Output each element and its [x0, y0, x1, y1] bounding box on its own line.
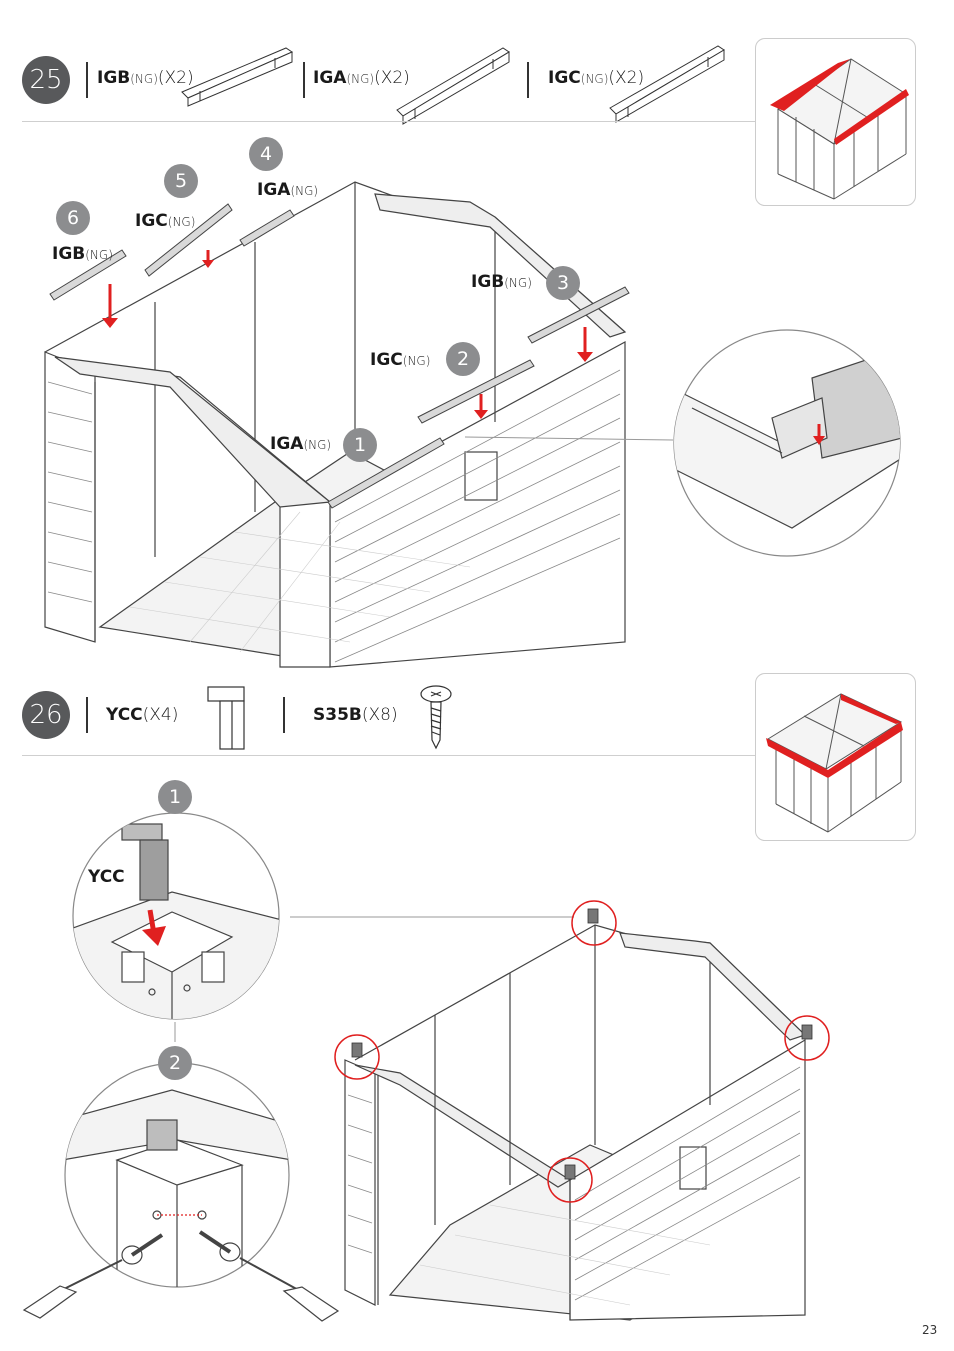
part-note: (NG) — [346, 72, 375, 86]
shed-eave-highlight-icon — [766, 693, 903, 833]
part-qty: (X2) — [157, 68, 194, 88]
page-number: 23 — [922, 1323, 938, 1337]
part-iga-label: IGA(NG)(X2) — [313, 68, 410, 88]
detail-2-number: 2 — [158, 1046, 192, 1080]
header-separator — [86, 697, 88, 733]
callout-code: IGB — [52, 244, 86, 264]
callout-code: IGB — [471, 272, 505, 292]
callout-2-label: IGC(NG) — [370, 350, 430, 370]
section-divider — [22, 121, 757, 122]
callout-code: IGA — [270, 434, 304, 454]
callout-5: 5 — [164, 164, 198, 198]
ycc-clip-icon — [207, 686, 245, 750]
callout-code: IGC — [370, 350, 403, 370]
part-igb-label: IGB(NG)(X2) — [97, 68, 194, 88]
header-separator — [86, 62, 88, 98]
part-code: YCC — [106, 705, 143, 725]
callout-6-label: IGB(NG) — [52, 244, 113, 264]
callout-4-label: IGA(NG) — [257, 180, 318, 200]
step-25-assembly-illustration — [44, 181, 674, 668]
part-igc-label: IGC(NG)(X2) — [548, 68, 644, 88]
rail-igc-icon — [609, 45, 725, 123]
part-code: IGA — [313, 68, 347, 88]
shed-roof-highlight-icon — [770, 58, 909, 200]
header-separator — [303, 62, 305, 98]
detail-1-number: 1 — [158, 780, 192, 814]
step-26-badge: 26 — [22, 691, 70, 739]
callout-note: (NG) — [504, 276, 532, 290]
callout-code: IGC — [135, 211, 168, 231]
ycc-label-text: YCC — [88, 867, 125, 887]
callout-note: (NG) — [290, 184, 319, 198]
step-25-zoom-detail — [673, 329, 901, 557]
step-26-detail-1-circle — [72, 812, 280, 1020]
part-qty: (X4) — [142, 705, 179, 725]
callout-note: (NG) — [303, 438, 332, 452]
header-separator — [527, 62, 529, 98]
part-qty: (X2) — [608, 68, 645, 88]
callout-code: IGA — [257, 180, 291, 200]
callout-3-label: IGB(NG) — [471, 272, 532, 292]
part-code: IGB — [97, 68, 131, 88]
callout-5-label: IGC(NG) — [135, 211, 195, 231]
callout-3: 3 — [546, 266, 580, 300]
screwdriver-handle-right-icon — [282, 1286, 340, 1322]
part-code: S35B — [313, 705, 362, 725]
callout-note: (NG) — [167, 215, 196, 229]
step-25-overview-thumbnail — [755, 38, 916, 206]
part-code: IGC — [548, 68, 581, 88]
part-note: (NG) — [580, 72, 609, 86]
callout-1-label: IGA(NG) — [270, 434, 331, 454]
callout-6: 6 — [56, 201, 90, 235]
callout-2: 2 — [446, 342, 480, 376]
section-divider — [22, 755, 757, 756]
step-26-assembly-illustration — [334, 900, 830, 1321]
detail-1-ycc-label: YCC — [88, 867, 125, 887]
callout-note: (NG) — [402, 354, 431, 368]
callout-1: 1 — [343, 428, 377, 462]
header-separator — [283, 697, 285, 733]
part-qty: (X8) — [361, 705, 398, 725]
screwdriver-handle-left-icon — [22, 1285, 78, 1319]
part-ycc-label: YCC(X4) — [106, 705, 178, 725]
part-note: (NG) — [130, 72, 158, 86]
step-26-overview-thumbnail — [755, 673, 916, 841]
screw-icon — [420, 685, 452, 750]
part-s35b-label: S35B(X8) — [313, 705, 398, 725]
callout-4: 4 — [249, 137, 283, 171]
callout-note: (NG) — [85, 248, 113, 262]
part-qty: (X2) — [374, 68, 410, 88]
step-25-badge: 25 — [22, 56, 70, 104]
rail-igb-icon — [181, 47, 294, 107]
step-26-detail-2-circle — [61, 1062, 303, 1293]
